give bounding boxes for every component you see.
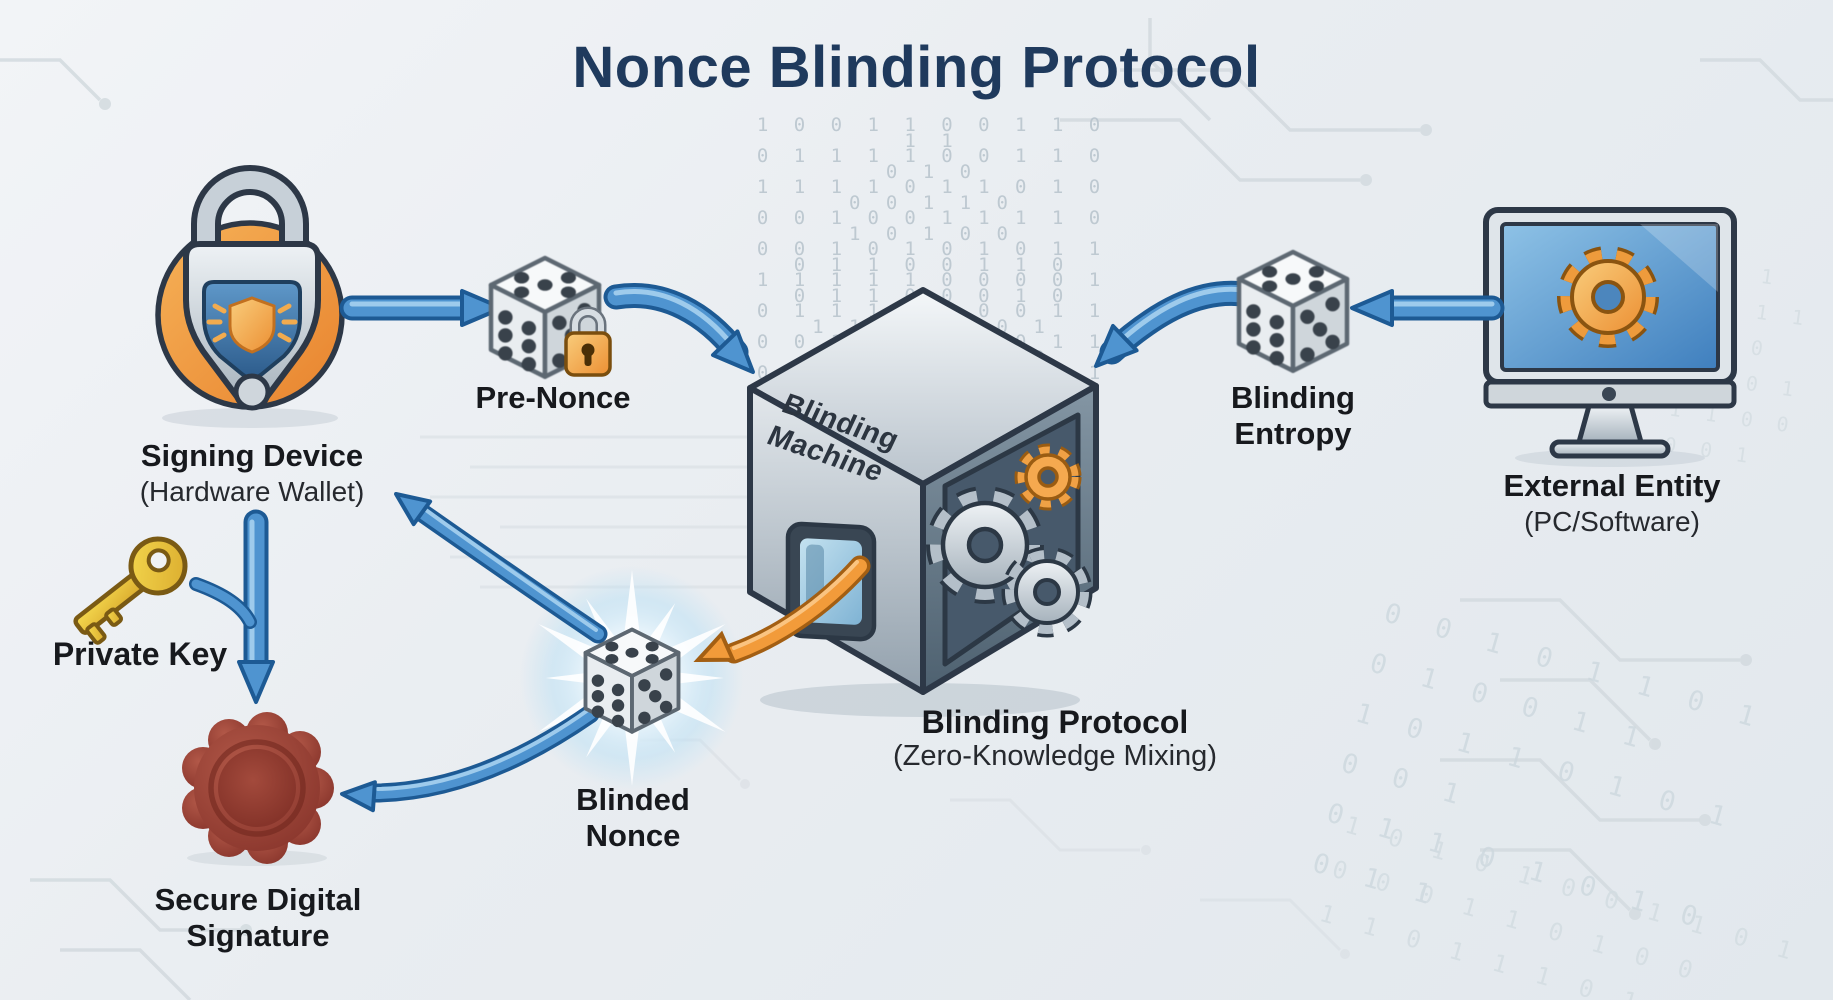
- arrow-lock-to-prenonce: [339, 295, 475, 321]
- signing-device-label: Signing Device: [140, 438, 364, 473]
- blinding-protocol-sublabel: (Zero-Knowledge Mixing): [893, 740, 1217, 772]
- arrow-cube-to-blinded-orange: [723, 555, 871, 664]
- external-entity-monitor-icon: [1483, 207, 1737, 467]
- private-key-label: Private Key: [52, 636, 228, 672]
- external-entity-sublabel: (PC/Software): [1524, 506, 1700, 537]
- pre-nonce-padlock-icon: [564, 306, 612, 377]
- blinded-nonce-die-icon: [583, 627, 681, 734]
- blinding-protocol-label: Blinding Protocol: [921, 704, 1189, 740]
- pre-nonce-label: Pre-Nonce: [475, 380, 631, 415]
- monitor-gear-icon: [1557, 246, 1659, 348]
- private-key-icon: [73, 536, 188, 645]
- arrow-blinded-to-seal: [366, 704, 600, 803]
- arrow-signing-to-seal: [189, 509, 269, 677]
- cube-gears-icon: [926, 443, 1093, 638]
- signing-device-lock-icon: [155, 165, 345, 428]
- wax-seal-icon: [182, 712, 334, 866]
- signing-device-sublabel: (Hardware Wallet): [139, 476, 365, 507]
- blinded-nonce-label: Blinded Nonce: [576, 782, 690, 854]
- blinding-entropy-die-icon: [1239, 252, 1347, 371]
- external-entity-label: External Entity: [1503, 468, 1721, 503]
- page-title: Nonce Blinding Protocol: [572, 35, 1261, 100]
- secure-signature-label: Secure Digital Signature: [154, 882, 362, 954]
- blinding-entropy-label: Blinding Entropy: [1231, 380, 1355, 452]
- arrow-prenonce-to-cube: [603, 283, 749, 365]
- arrow-blinded-to-signing: [414, 504, 608, 644]
- arrow-monitor-to-entropy: [1379, 295, 1505, 321]
